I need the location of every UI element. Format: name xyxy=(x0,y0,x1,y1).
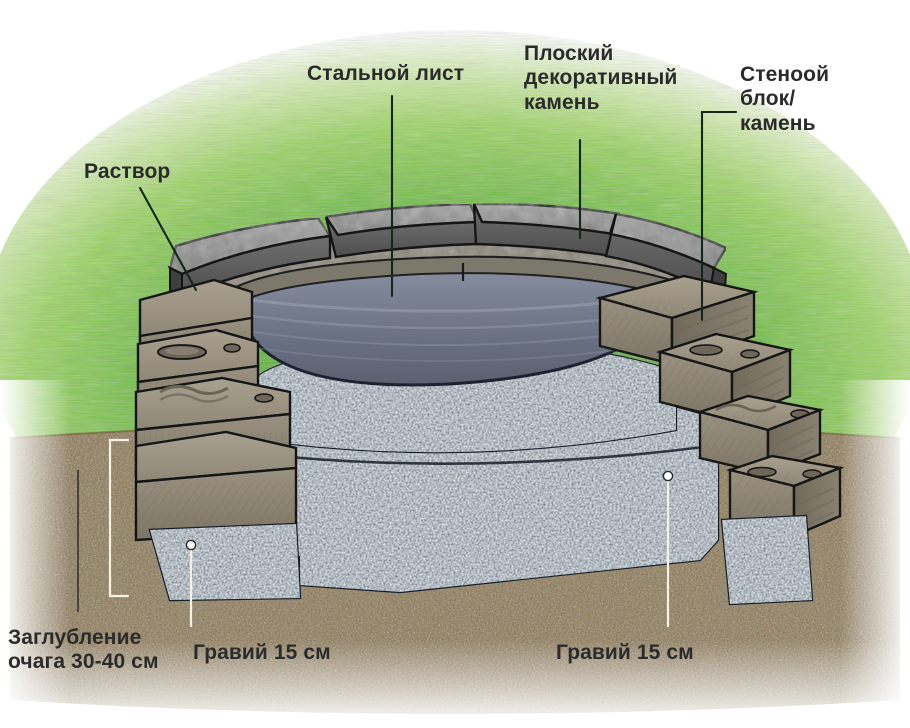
leader-dots xyxy=(185,470,674,551)
depth-bracket xyxy=(108,438,130,598)
label-pit-depth: Заглубление очага 30-40 см xyxy=(8,626,159,674)
label-flat-decorative-stone: Плоский декоративный камень xyxy=(524,42,678,114)
gravel-footing-left xyxy=(148,522,302,602)
gravel-footing-right xyxy=(720,514,814,606)
wall-blocks-right xyxy=(595,274,845,606)
label-gravel-left: Гравий 15 см xyxy=(193,641,331,664)
leader-lines-light xyxy=(108,438,670,628)
gravel-left-dot xyxy=(185,539,197,551)
leader-lines xyxy=(138,94,738,322)
label-gravel-right: Гравий 15 см xyxy=(556,641,694,664)
leader-mortar xyxy=(138,186,198,292)
capstone-ring xyxy=(167,202,728,314)
label-wall-block-stone: Стеноой блок/ камень xyxy=(740,63,830,135)
gravel-right-dot xyxy=(662,470,674,482)
leader-wall-block xyxy=(700,110,738,322)
gravel-layer-line xyxy=(239,444,713,465)
label-mortar: Раствор xyxy=(84,160,171,183)
label-steel-sheet: Стальной лист xyxy=(307,62,465,85)
